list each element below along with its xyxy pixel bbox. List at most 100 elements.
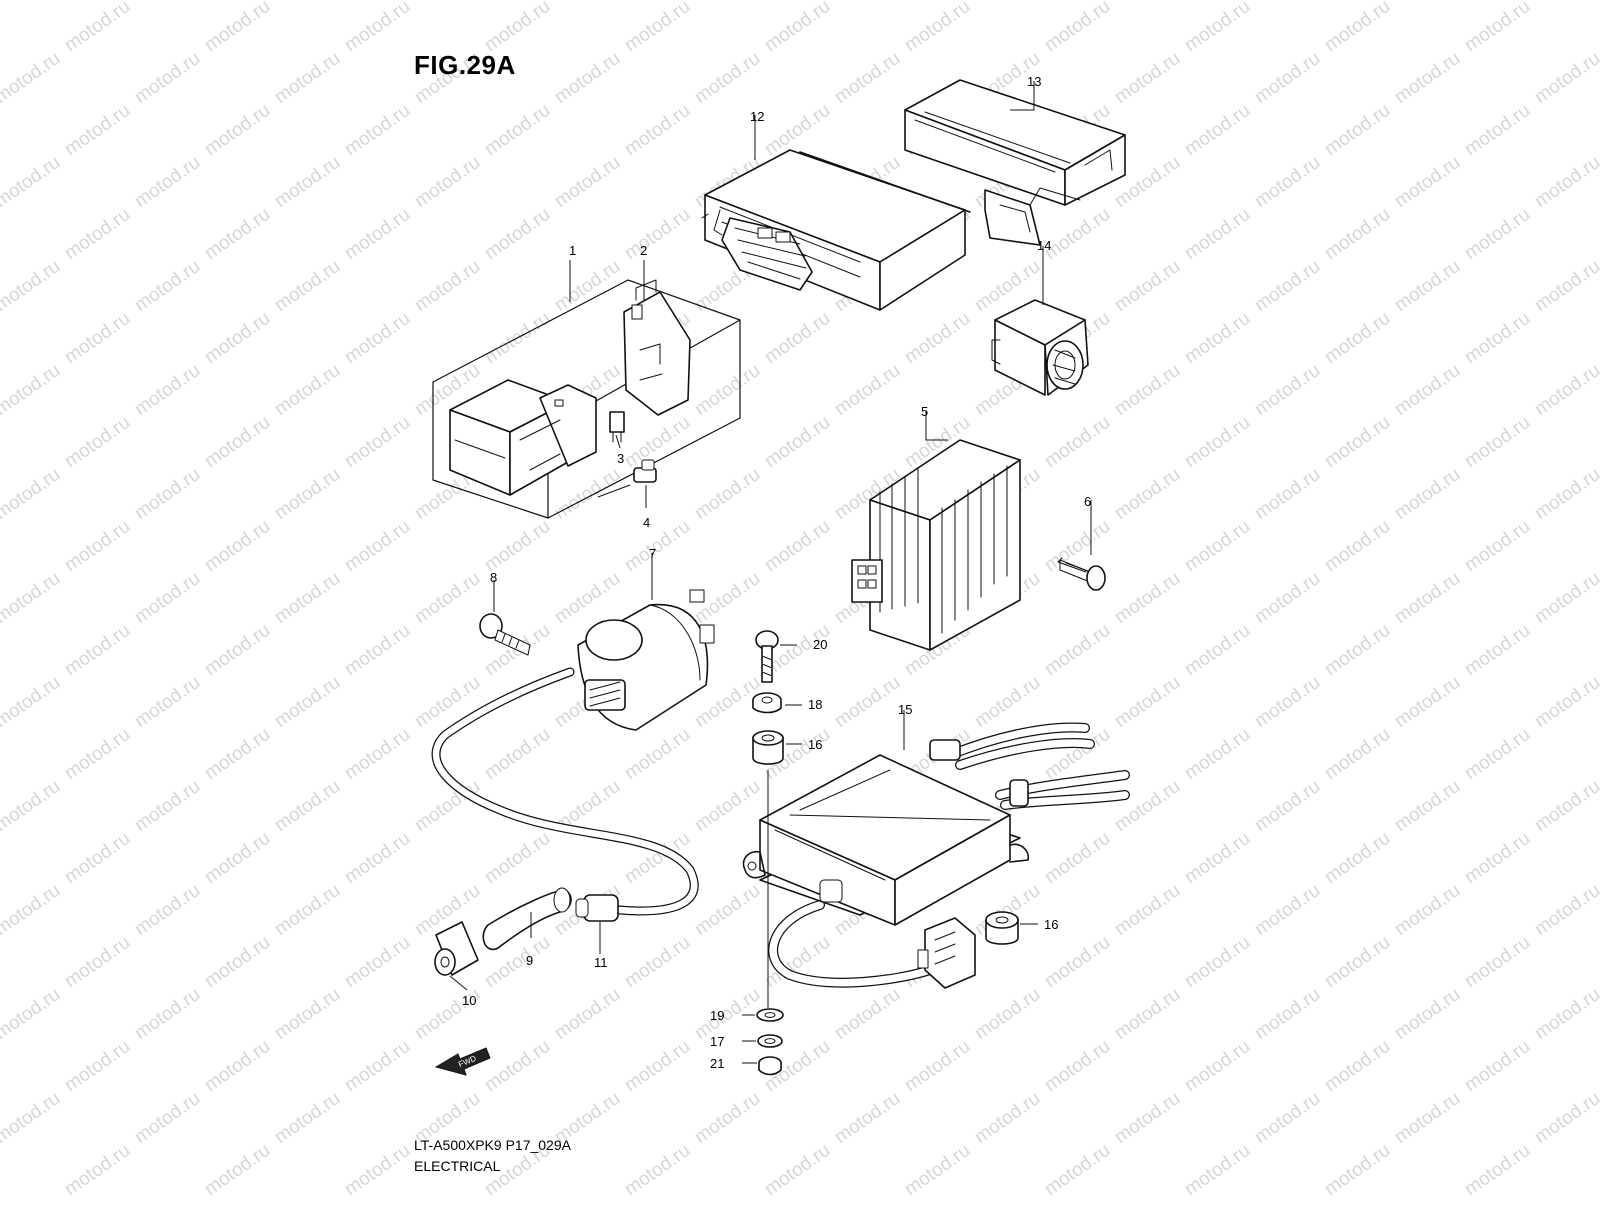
watermark-text: motod.ru (61, 620, 134, 680)
watermark-text: motod.ru (1461, 620, 1534, 680)
watermark-text: motod.ru (691, 1088, 764, 1148)
watermark-text: motod.ru (1531, 568, 1600, 628)
watermark-text: motod.ru (901, 1036, 974, 1096)
section-name: ELECTRICAL (414, 1158, 501, 1174)
watermark-text: motod.ru (1181, 1036, 1254, 1096)
callout-12: 12 (750, 109, 764, 124)
watermark-text: motod.ru (411, 776, 484, 836)
watermark-text: motod.ru (1041, 828, 1114, 888)
watermark-text: motod.ru (1391, 256, 1464, 316)
watermark-text: motod.ru (1111, 672, 1184, 732)
watermark-text: motod.ru (341, 0, 414, 56)
watermark-text: motod.ru (1041, 412, 1114, 472)
watermark-text: motod.ru (0, 1088, 64, 1148)
watermark-text: motod.ru (1251, 0, 1324, 4)
watermark-text: motod.ru (971, 0, 1044, 4)
watermark-text: motod.ru (1531, 256, 1600, 316)
watermark-text: motod.ru (1041, 1036, 1114, 1096)
watermark-text: motod.ru (1251, 1088, 1324, 1148)
watermark-text: motod.ru (131, 776, 204, 836)
watermark-text: motod.ru (271, 464, 344, 524)
watermark-text: motod.ru (61, 724, 134, 784)
watermark-text: motod.ru (1321, 308, 1394, 368)
part-16-grommet-upper (752, 730, 784, 765)
callout-14: 14 (1037, 238, 1051, 253)
callout-10: 10 (462, 993, 476, 1008)
watermark-text: motod.ru (621, 204, 694, 264)
watermark-text: motod.ru (481, 1036, 554, 1096)
watermark-text: motod.ru (1461, 204, 1534, 264)
watermark-text: motod.ru (1461, 1036, 1534, 1096)
callout-5: 5 (921, 404, 928, 419)
watermark-text: motod.ru (411, 0, 484, 4)
part-20-bolt (755, 630, 779, 683)
watermark-text: motod.ru (1531, 984, 1600, 1044)
watermark-text: motod.ru (341, 932, 414, 992)
watermark-text: motod.ru (201, 1036, 274, 1096)
watermark-text: motod.ru (1041, 0, 1114, 56)
watermark-text: motod.ru (691, 776, 764, 836)
watermark-text: motod.ru (61, 1140, 134, 1200)
watermark-text: motod.ru (1461, 516, 1534, 576)
watermark-text: motod.ru (61, 100, 134, 160)
watermark-text: motod.ru (971, 984, 1044, 1044)
watermark-text: motod.ru (761, 516, 834, 576)
callout-8: 8 (490, 570, 497, 585)
leader-lines (449, 81, 1092, 1064)
watermark-text: motod.ru (411, 256, 484, 316)
watermark-text: motod.ru (831, 48, 904, 108)
watermark-text: motod.ru (1111, 1088, 1184, 1148)
watermark-text: motod.ru (761, 308, 834, 368)
watermark-text: motod.ru (1111, 464, 1184, 524)
watermark-text: motod.ru (1321, 0, 1394, 56)
watermark-text: motod.ru (0, 464, 64, 524)
watermark-text: motod.ru (0, 672, 64, 732)
watermark-text: motod.ru (1251, 152, 1324, 212)
watermark-text: motod.ru (1181, 100, 1254, 160)
watermark-text: motod.ru (131, 984, 204, 1044)
watermark-text: motod.ru (201, 1140, 274, 1200)
watermark-text: motod.ru (61, 932, 134, 992)
watermark-text: motod.ru (621, 1036, 694, 1096)
watermark-text: motod.ru (1531, 152, 1600, 212)
watermark-text: motod.ru (341, 1036, 414, 1096)
watermark-text: motod.ru (1111, 984, 1184, 1044)
watermark-text: motod.ru (1181, 204, 1254, 264)
watermark-text: motod.ru (271, 48, 344, 108)
watermark-text: motod.ru (1391, 48, 1464, 108)
watermark-text: motod.ru (1321, 932, 1394, 992)
watermark-text: motod.ru (551, 152, 624, 212)
watermark-text: motod.ru (411, 152, 484, 212)
part-16-grommet-lower (985, 911, 1019, 945)
watermark-text: motod.ru (0, 256, 64, 316)
watermark-text: motod.ru (1251, 880, 1324, 940)
part-15-ignition-unit (742, 722, 1130, 988)
watermark-text: motod.ru (831, 0, 904, 4)
watermark-text: motod.ru (691, 464, 764, 524)
watermark-text: motod.ru (691, 880, 764, 940)
watermark-text: motod.ru (341, 724, 414, 784)
part-7-ignition-coil (577, 589, 715, 731)
watermark-text: motod.ru (481, 204, 554, 264)
watermark-text: motod.ru (0, 776, 64, 836)
watermark-text: motod.ru (551, 568, 624, 628)
watermark-text: motod.ru (1531, 0, 1600, 4)
part-5-regulator-rectifier (851, 439, 1021, 651)
callout-4: 4 (643, 515, 650, 530)
watermark-text: motod.ru (131, 0, 204, 4)
watermark-text: motod.ru (1391, 0, 1464, 4)
watermark-text: motod.ru (201, 620, 274, 680)
watermark-text: motod.ru (1181, 724, 1254, 784)
watermark-text: motod.ru (1391, 360, 1464, 420)
watermark-text: motod.ru (131, 464, 204, 524)
watermark-text: motod.ru (761, 0, 834, 56)
watermark-text: motod.ru (201, 516, 274, 576)
part-15-coupler (917, 917, 976, 989)
watermark-text: motod.ru (1461, 308, 1534, 368)
watermark-text: motod.ru (621, 516, 694, 576)
watermark-text: motod.ru (131, 48, 204, 108)
watermark-text: motod.ru (1531, 672, 1600, 732)
watermark-text: motod.ru (831, 984, 904, 1044)
part-9-spark-plug-cap (482, 887, 572, 951)
watermark-text: motod.ru (621, 100, 694, 160)
